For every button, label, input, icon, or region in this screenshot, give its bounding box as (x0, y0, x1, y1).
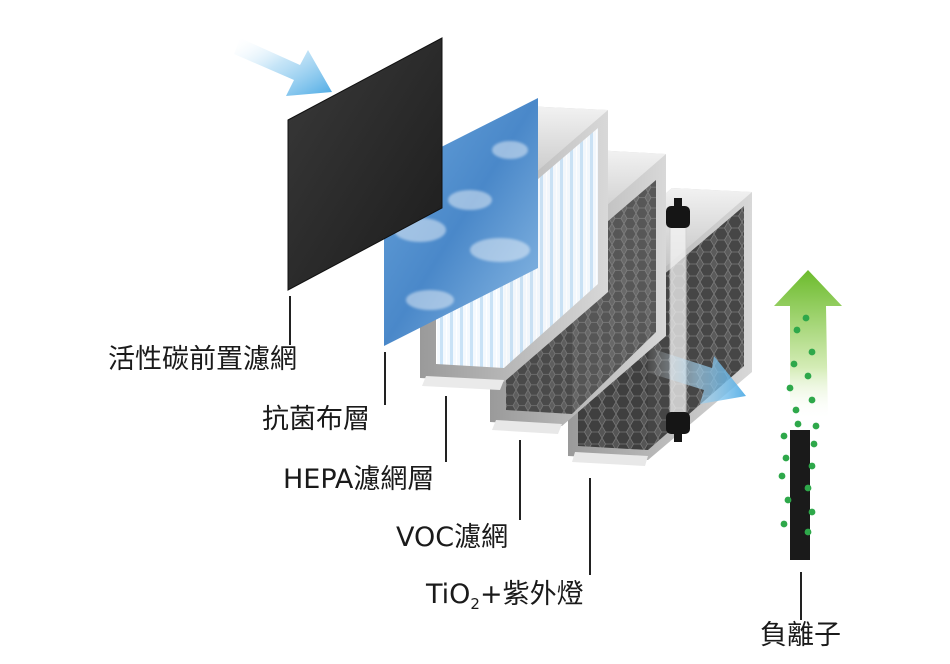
ion-dot (782, 454, 790, 462)
ion-dot (808, 348, 816, 356)
label-hepa: HEPA濾網層 (283, 464, 435, 495)
ion-dot (808, 462, 816, 470)
ion-dot (792, 406, 800, 414)
ion-dots (778, 314, 820, 536)
ion-dot (784, 496, 792, 504)
ion-dot (794, 420, 802, 428)
ion-dot (808, 396, 816, 404)
label-tio2-suffix: +紫外燈 (479, 579, 584, 610)
ion-dot (778, 472, 786, 480)
label-anion: 負離子 (760, 620, 841, 651)
ion-dot (804, 528, 812, 536)
carbon-prefilter (287, 37, 443, 291)
uv-lamp (666, 198, 690, 442)
anion-generator (774, 270, 842, 560)
label-tio2-uv: TiO2+紫外燈 (426, 579, 584, 613)
ion-dot (812, 422, 820, 430)
ion-dot (802, 314, 810, 322)
ion-dot (780, 520, 788, 528)
ion-dot (810, 440, 818, 448)
ion-dot (804, 372, 812, 380)
ion-dot (808, 508, 816, 516)
label-tio2-subscript: 2 (470, 595, 480, 613)
ion-dot (786, 384, 794, 392)
label-antibacterial: 抗菌布層 (262, 404, 370, 435)
ion-dot (804, 484, 812, 492)
ion-dot (793, 326, 801, 334)
anion-brush (790, 430, 810, 560)
label-carbon-prefilter: 活性碳前置濾網 (108, 344, 297, 375)
arrow-up-icon (774, 270, 842, 420)
arrow-in-icon (234, 38, 332, 96)
leader-lines (289, 296, 802, 620)
ion-dot (780, 432, 788, 440)
arrow-out-icon (646, 348, 746, 404)
label-tio2-prefix: TiO (426, 579, 471, 610)
label-voc: VOC濾網 (396, 522, 509, 553)
ion-dot (790, 360, 798, 368)
